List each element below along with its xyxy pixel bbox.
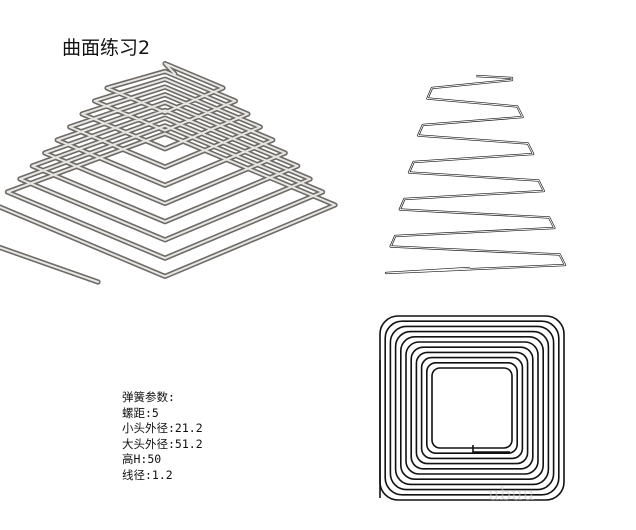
top-view-coil: [379, 315, 565, 501]
spring-parameters: 弹簧参数: 螺距:5 小头外径:21.2 大头外径:51.2 高H:50 线径:…: [122, 390, 203, 484]
top-view-inner-tail: [472, 445, 510, 453]
top-view-coil: [431, 367, 513, 449]
top-view-coil: [415, 351, 529, 465]
side-view-inner-line: [385, 75, 566, 274]
param-height: 高H:50: [122, 452, 162, 467]
top-view-coil: [394, 330, 550, 486]
top-view-coil: [405, 341, 539, 475]
top-view-coil: [399, 335, 544, 480]
param-wire-diameter: 线径:1.2: [122, 467, 173, 482]
top-view-coil: [425, 361, 518, 454]
param-header: 弹簧参数:: [122, 390, 175, 404]
top-view-coil: [420, 356, 524, 460]
top-view-coil: [384, 320, 560, 496]
top-view-coil: [410, 346, 534, 470]
param-large-diameter: 大头外径:51.2: [122, 436, 203, 451]
param-small-diameter: 小头外径:21.2: [122, 421, 203, 436]
watermark: ubuu: [488, 484, 535, 505]
top-view-coil: [389, 325, 555, 491]
param-pitch: 螺距:5: [122, 405, 159, 420]
spring-wire-highlight: [0, 62, 336, 283]
page-title: 曲面练习2: [62, 37, 151, 59]
